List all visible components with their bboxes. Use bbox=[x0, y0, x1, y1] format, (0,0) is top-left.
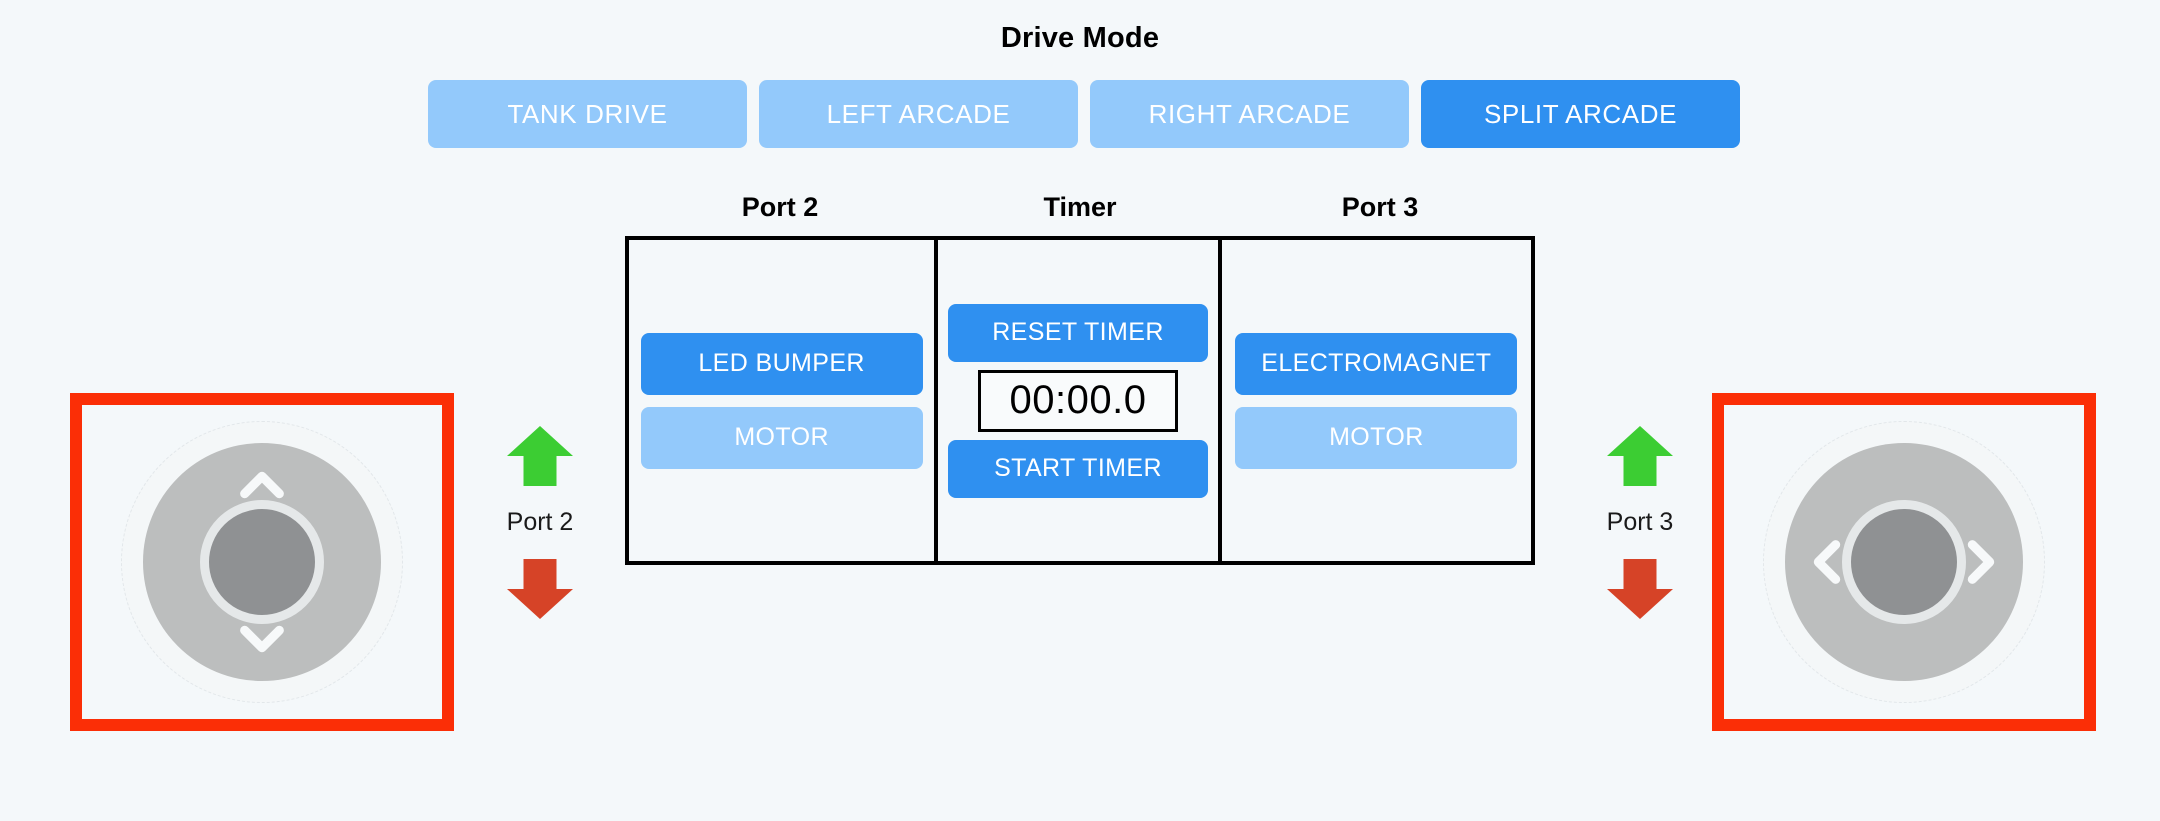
control-panel: LED BUMPER MOTOR RESET TIMER 00:00.0 STA… bbox=[625, 236, 1535, 565]
panel-column-port3: ELECTROMAGNET MOTOR bbox=[1222, 240, 1531, 561]
arrow-up-icon bbox=[1604, 420, 1676, 492]
drive-mode-tank-drive[interactable]: TANK DRIVE bbox=[428, 80, 747, 148]
joystick-left-container bbox=[70, 393, 454, 731]
joystick-left[interactable] bbox=[121, 421, 403, 703]
joystick-right[interactable] bbox=[1763, 421, 2045, 703]
port3-indicator-label: Port 3 bbox=[1606, 508, 1674, 536]
port2-motor-button[interactable]: MOTOR bbox=[640, 406, 923, 469]
electromagnet-button[interactable]: ELECTROMAGNET bbox=[1235, 332, 1518, 395]
drive-mode-right-arcade[interactable]: RIGHT ARCADE bbox=[1090, 80, 1409, 148]
arrow-up-icon bbox=[504, 420, 576, 492]
port3-motor-button[interactable]: MOTOR bbox=[1235, 406, 1518, 469]
drive-mode-split-arcade[interactable]: SPLIT ARCADE bbox=[1421, 80, 1740, 148]
timer-display: 00:00.0 bbox=[978, 369, 1179, 432]
panel-heading-timer: Timer bbox=[1043, 192, 1117, 222]
panel-column-timer: RESET TIMER 00:00.0 START TIMER bbox=[938, 240, 1222, 561]
port2-indicator-label: Port 2 bbox=[506, 508, 574, 536]
arrow-down-icon bbox=[1604, 553, 1676, 625]
page-title: Drive Mode bbox=[1000, 22, 1160, 54]
reset-timer-button[interactable]: RESET TIMER bbox=[948, 303, 1209, 362]
joystick-right-disc[interactable] bbox=[1785, 443, 2023, 681]
panel-heading-port3: Port 3 bbox=[1341, 192, 1419, 222]
port2-indicator: Port 2 bbox=[470, 420, 610, 625]
led-bumper-button[interactable]: LED BUMPER bbox=[640, 332, 923, 395]
drive-mode-left-arcade[interactable]: LEFT ARCADE bbox=[759, 80, 1078, 148]
joystick-left-disc[interactable] bbox=[143, 443, 381, 681]
drive-mode-button-group: TANK DRIVE LEFT ARCADE RIGHT ARCADE SPLI… bbox=[428, 80, 1740, 148]
start-timer-button[interactable]: START TIMER bbox=[948, 439, 1209, 498]
port3-indicator: Port 3 bbox=[1570, 420, 1710, 625]
panel-column-port2: LED BUMPER MOTOR bbox=[629, 240, 939, 561]
joystick-right-knob[interactable] bbox=[1842, 500, 1966, 624]
arrow-down-icon bbox=[504, 553, 576, 625]
joystick-left-knob[interactable] bbox=[200, 500, 324, 624]
panel-heading-port2: Port 2 bbox=[741, 192, 819, 222]
joystick-right-container bbox=[1712, 393, 2096, 731]
